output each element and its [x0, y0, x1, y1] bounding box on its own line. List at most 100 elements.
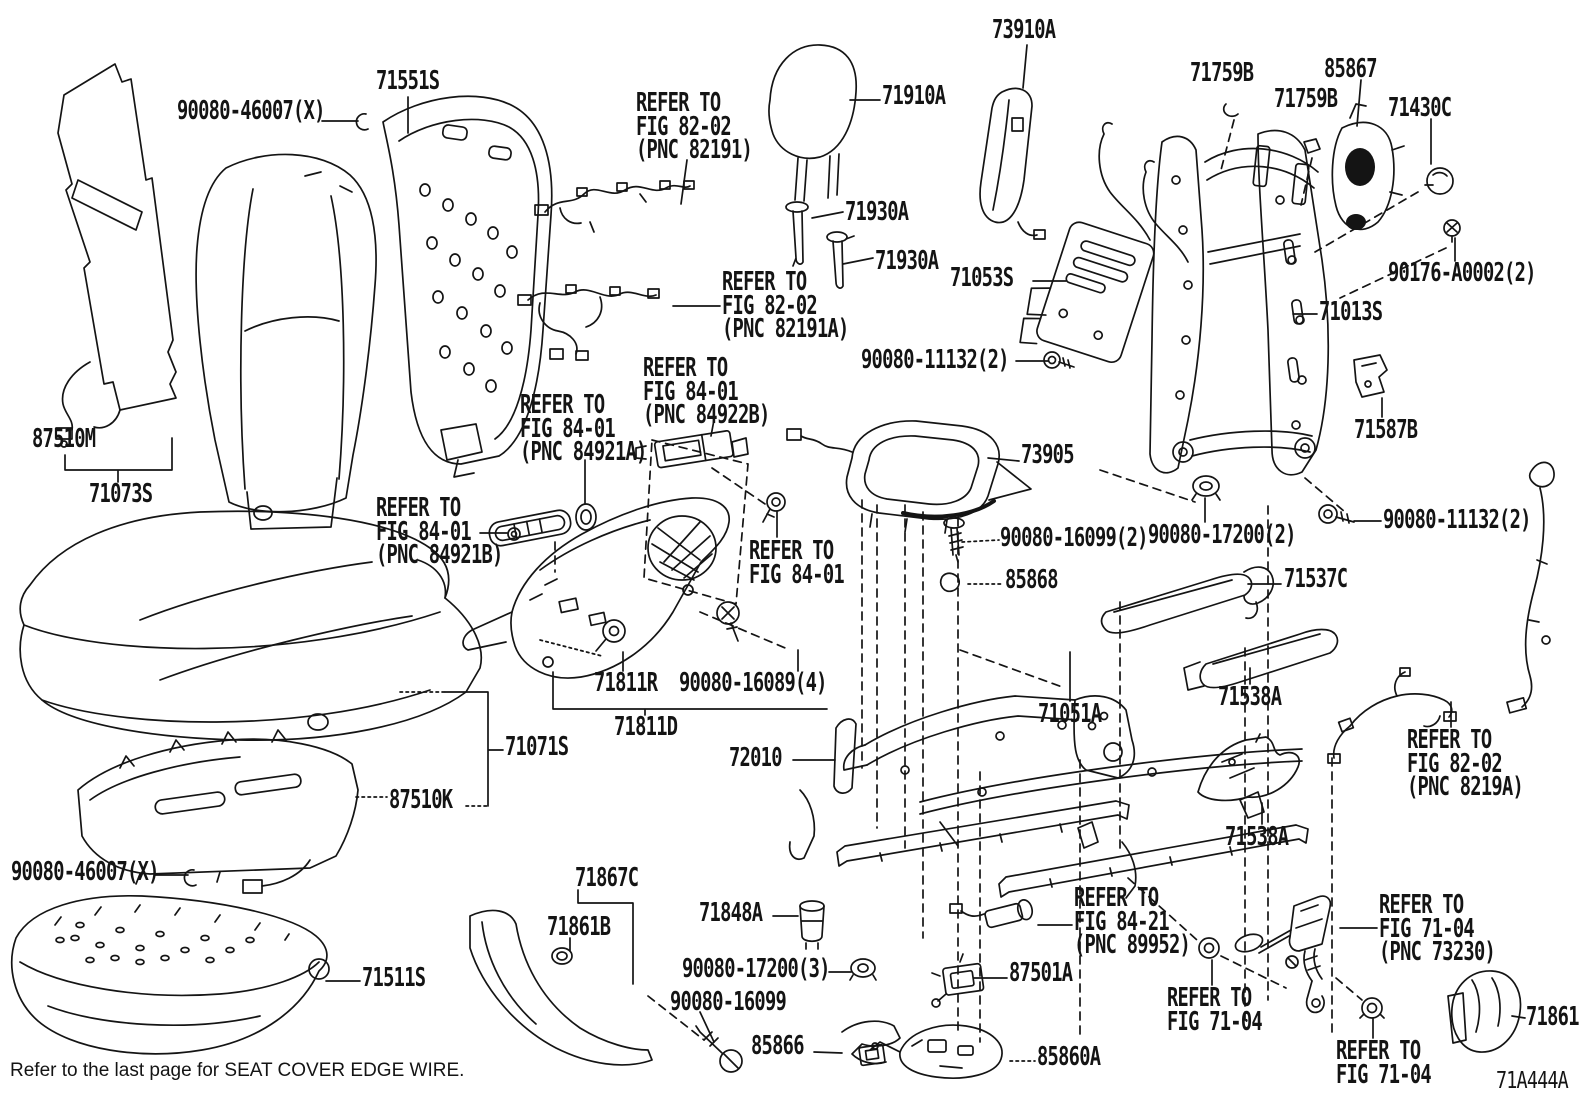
label-71071s: 71071S: [505, 732, 569, 762]
cushion-shield-71867c-drawing: [469, 909, 653, 1066]
label-90080-17200-2: 90080-17200(2): [1148, 520, 1296, 550]
label-71848a: 71848A: [699, 898, 763, 928]
label-85866: 85866: [751, 1031, 804, 1061]
plug-71848a-drawing: [799, 900, 825, 950]
headrest-71910a-drawing: [768, 44, 857, 202]
label-71073s: 71073S: [89, 479, 153, 509]
label-71551s: 71551S: [376, 66, 440, 96]
clip-85868-drawing: [939, 572, 961, 593]
seat-cushion-cover-71071s-drawing: [19, 510, 483, 742]
nut-90080-17200-2-drawing: [1191, 475, 1221, 501]
label-71811d: 71811D: [614, 712, 678, 742]
label-71861: 71861: [1526, 1002, 1579, 1032]
seat-back-cover-drawing: [195, 153, 377, 530]
label-90080-17200-3: 90080-17200(3): [682, 954, 830, 984]
refer-fig71-04-b: REFER TO FIG 71-04: [1336, 1036, 1432, 1090]
label-71538a-2: 71538A: [1225, 822, 1289, 852]
screw-90080-16099-2-drawing: [943, 517, 965, 563]
label-90080-16099-2: 90080-16099(2): [1000, 523, 1148, 553]
cushion-shield-71861-drawing: [1447, 970, 1522, 1053]
refer-fig82-02-pnc82191: REFER TO FIG 82-02 (PNC 82191): [636, 88, 753, 165]
seat-back-frame-71551s-drawing: [382, 95, 553, 478]
nut-90176-a0002-drawing: [1443, 219, 1461, 243]
label-71930a-1: 71930A: [845, 197, 909, 227]
wire-harness-82191a-drawing: [517, 284, 660, 361]
label-90080-16089-4: 90080-16089(4): [679, 668, 827, 698]
screw-90080-16099-bottom-drawing: [695, 1025, 743, 1073]
label-72010: 72010: [729, 743, 782, 773]
label-71759b-2: 71759B: [1274, 84, 1338, 114]
seat-heater-pad-87510k-drawing: [77, 729, 359, 894]
refer-fig71-04-pnc73230: REFER TO FIG 71-04 (PNC 73230): [1379, 890, 1496, 967]
leader-lines: [64, 44, 1526, 1062]
clip-71759b-drawing: [1222, 103, 1321, 154]
bracket-85866-drawing: [841, 1020, 901, 1067]
seat-back-board-drawing: [57, 63, 177, 429]
screw-refer-84-01-drawing: [762, 492, 786, 523]
label-90080-46007x-top: 90080-46007(X): [177, 96, 325, 126]
refer-fig84-01-mid: REFER TO FIG 84-01: [749, 536, 845, 590]
figure-code: 71A444A: [1496, 1068, 1569, 1094]
refer-fig71-04-a: REFER TO FIG 71-04: [1167, 983, 1263, 1037]
belt-cable-drawing: [1506, 461, 1555, 714]
screw-90080-11132-right-drawing: [1318, 504, 1355, 524]
label-71013s: 71013S: [1319, 297, 1383, 327]
label-71930a-2: 71930A: [875, 246, 939, 276]
label-90080-16099: 90080-16099: [670, 987, 787, 1017]
seat-heater-wire-87510m-drawing: [55, 361, 91, 448]
refer-fig84-21-pnc89952: REFER TO FIG 84-21 (PNC 89952): [1074, 883, 1191, 960]
label-73905: 73905: [1021, 440, 1074, 470]
adjuster-screws-drawing: [595, 601, 740, 652]
sensor-89952-drawing: [949, 899, 1034, 929]
recliner-motor-85867-drawing: [1331, 103, 1405, 231]
label-71759b-1: 71759B: [1190, 58, 1254, 88]
label-71511s: 71511S: [362, 963, 426, 993]
refer-fig84-01-pnc84921b: REFER TO FIG 84-01 (PNC 84921B): [376, 493, 503, 570]
seat-cushion-sensor-mat-73905-drawing: [786, 420, 1032, 534]
label-90176-a0002: 90176-A0002(2): [1388, 258, 1536, 288]
side-airbag-73910a-drawing: [979, 87, 1046, 240]
recliner-knob-71430c-drawing: [1424, 167, 1454, 195]
label-71430c: 71430C: [1388, 93, 1452, 123]
label-71537c: 71537C: [1284, 564, 1348, 594]
label-71867c: 71867C: [575, 863, 639, 893]
seat-back-frame-assy-71013s-drawing: [1098, 121, 1330, 476]
label-90080-11132-right: 90080-11132(2): [1383, 505, 1531, 535]
label-71910a: 71910A: [882, 81, 946, 111]
seat-back-spring-71053s-drawing: [1019, 221, 1155, 364]
label-87510k: 87510K: [389, 785, 453, 815]
label-71587b: 71587B: [1354, 415, 1418, 445]
bracket-71587b-drawing: [1353, 354, 1388, 398]
construction-dashed-lines: [554, 119, 1447, 1043]
headrest-support-71930a-drawing: [785, 201, 855, 289]
label-73910a: 73910A: [992, 15, 1056, 45]
refer-fig82-02-pnc82191a: REFER TO FIG 82-02 (PNC 82191A): [722, 267, 849, 344]
label-71538a-1: 71538A: [1218, 682, 1282, 712]
wire-harness-8219a-drawing: [1327, 667, 1457, 764]
switch-84922b-drawing: [635, 429, 749, 469]
label-85860a: 85860A: [1037, 1042, 1101, 1072]
refer-fig84-01-pnc84921a: REFER TO FIG 84-01 (PNC 84921A): [520, 390, 647, 467]
nut-refer-71-04-drawing: [1359, 997, 1385, 1019]
label-71051a: 71051A: [1038, 699, 1102, 729]
label-71861b: 71861B: [547, 912, 611, 942]
label-71053s: 71053S: [950, 263, 1014, 293]
wire-harness-82191-drawing: [534, 180, 695, 233]
screw-90080-11132-left-drawing: [1043, 351, 1075, 369]
refer-fig84-01-pnc84922b: REFER TO FIG 84-01 (PNC 84922B): [643, 353, 770, 430]
adjuster-shield-71811-drawing: [462, 497, 730, 679]
clip-90080-46007x-top-drawing: [355, 113, 369, 131]
clip-90080-46007x-bottom-drawing: [183, 869, 197, 887]
nut-71861b-drawing: [551, 947, 573, 965]
switch-87501a-drawing: [931, 953, 985, 1008]
label-87510m: 87510M: [32, 424, 96, 454]
label-85868: 85868: [1005, 565, 1058, 595]
footnote: Refer to the last page for SEAT COVER ED…: [10, 1060, 465, 1081]
grommet-84921a-drawing: [575, 503, 597, 531]
nut-90080-17200-3-drawing: [849, 958, 877, 981]
label-90080-46007x-bottom: 90080-46007(X): [11, 857, 159, 887]
label-90080-11132-left: 90080-11132(2): [861, 345, 1009, 375]
refer-fig82-02-pnc8219a: REFER TO FIG 82-02 (PNC 8219A): [1407, 725, 1524, 802]
